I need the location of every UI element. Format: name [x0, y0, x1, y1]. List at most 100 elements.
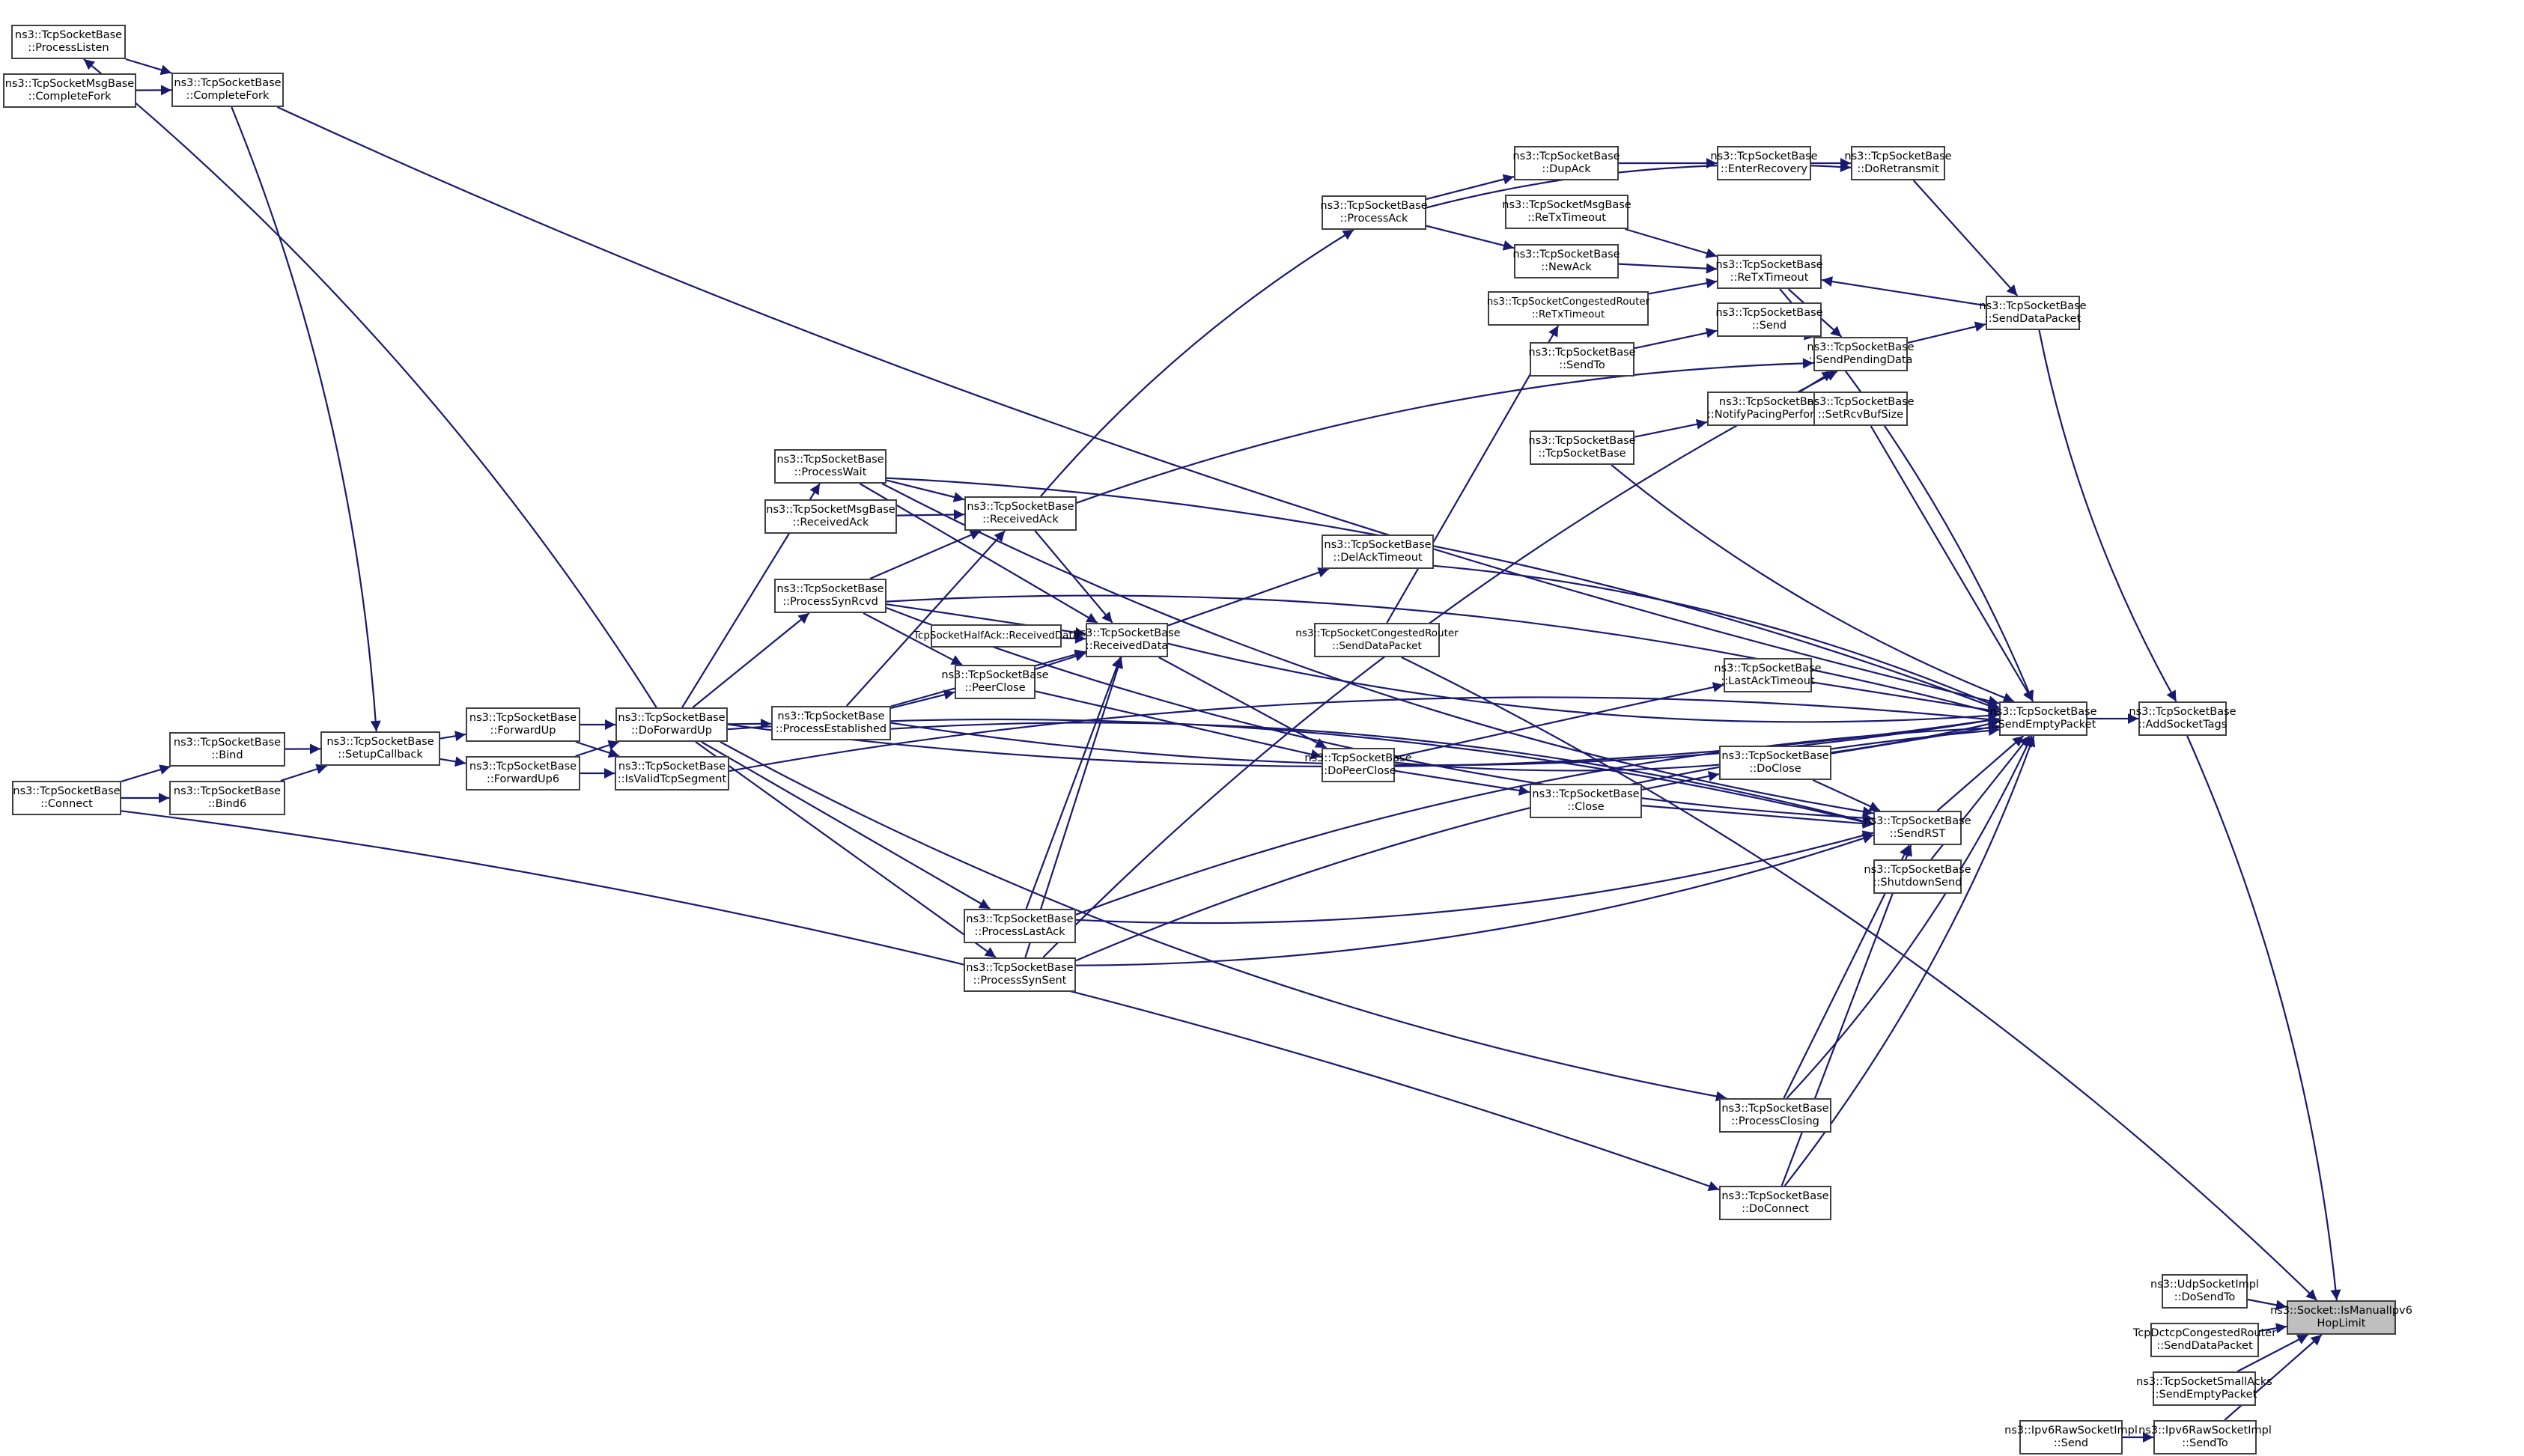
graph-node[interactable]: ns3::TcpSocketBase::DoConnect — [1719, 1186, 1831, 1220]
node-label-line2: ::SendDataPacket — [1984, 313, 2081, 325]
graph-node[interactable]: ns3::TcpSocketBase::ForwardUp6 — [466, 756, 580, 791]
call-edge — [1781, 844, 1912, 1187]
graph-node[interactable]: ns3::TcpSocketBase::EnterRecovery — [1710, 146, 1818, 180]
graph-node[interactable]: ns3::TcpSocketBase::ProcessClosing — [1719, 1098, 1831, 1133]
graph-node[interactable]: ns3::TcpSocketBase::LastAckTimeout — [1714, 658, 1822, 692]
graph-node[interactable]: ns3::TcpSocketBase::Bind — [169, 732, 285, 767]
call-edge — [701, 741, 991, 910]
call-edge — [83, 58, 657, 708]
graph-node[interactable]: ns3::TcpSocketBase::ProcessSynRcvd — [774, 579, 887, 613]
graph-node[interactable]: ns3::TcpSocketBase::DoForwardUp — [615, 707, 728, 742]
call-edge — [896, 509, 965, 520]
graph-node[interactable]: TcpDctcpCongestedRouter::SendDataPacket — [2133, 1323, 2276, 1357]
node-label-line2: ::SendEmptyPacket — [2151, 1389, 2257, 1401]
node-label-line2: ::ReTxTimeout — [1531, 308, 1605, 320]
graph-node[interactable]: ns3::TcpSocketMsgBase::CompleteFork — [3, 73, 136, 108]
graph-node[interactable]: ns3::TcpSocketMsgBase::ReceivedAck — [764, 499, 897, 534]
node-label-line2: ::ForwardUp6 — [486, 773, 560, 785]
graph-node[interactable]: ns3::TcpSocketBase::SendRST — [1864, 811, 1971, 845]
call-edge — [1075, 725, 2000, 962]
graph-node[interactable]: ns3::TcpSocketBase::DoRetransmit — [1844, 146, 1952, 180]
call-edge — [886, 594, 2000, 717]
graph-node[interactable]: ns3::TcpSocketBase::SendPendingData — [1807, 337, 1915, 371]
graph-node[interactable]: ns3::TcpSocketBase::ReTxTimeout — [1715, 255, 1823, 289]
graph-node[interactable]: ns3::TcpSocketBase::DoPeerClose — [1304, 748, 1412, 782]
node-label-line2: ::ProcessWait — [794, 466, 867, 478]
graph-node[interactable]: ns3::TcpSocketBase::ReceivedAck — [964, 496, 1077, 531]
graph-node[interactable]: ns3::TcpSocketBase::ShutdownSend — [1864, 859, 1971, 894]
graph-node[interactable]: ns3::TcpSocketBase::NewAck — [1512, 244, 1620, 278]
call-edge — [890, 722, 1874, 826]
graph-node[interactable]: ns3::TcpSocketSmallAcks::SendEmptyPacket — [2136, 1371, 2272, 1406]
node-label-line1: TcpDctcpCongestedRouter — [2132, 1327, 2277, 1339]
graph-node[interactable]: ns3::TcpSocketMsgBase::ReTxTimeout — [1502, 195, 1632, 229]
graph-node[interactable]: ns3::TcpSocketBase::ProcessSynSent — [964, 957, 1076, 992]
node-label-line1: ns3::TcpSocketBase — [1710, 150, 1818, 162]
graph-node[interactable]: ns3::TcpSocketBase::Close — [1530, 784, 1642, 818]
graph-node[interactable]: ns3::TcpSocketBase::ProcessListen — [11, 25, 126, 59]
graph-node[interactable]: ns3::Ipv6RawSocketImpl::Send — [2004, 1420, 2138, 1455]
call-edge — [125, 58, 172, 76]
graph-node[interactable]: ns3::TcpSocketBase::SendTo — [1528, 342, 1636, 377]
call-edge — [1034, 530, 1113, 624]
call-edge — [1936, 735, 2025, 811]
graph-node[interactable]: ns3::TcpSocketBase::DupAck — [1512, 146, 1620, 180]
call-edge — [2224, 1334, 2323, 1421]
node-label-line2: ::ProcessSynRcvd — [782, 596, 878, 608]
graph-node[interactable]: ns3::TcpSocketBase::CompleteFork — [171, 73, 284, 107]
node-label-line2: ::ProcessSynSent — [973, 975, 1067, 987]
call-edge — [886, 479, 965, 502]
node-label-line1: ns3::TcpSocketBase — [469, 712, 577, 724]
node-label-line1: ns3::TcpSocketBase — [1844, 150, 1952, 162]
node-label-line2: ::ReceivedAck — [982, 514, 1059, 526]
call-edge — [729, 696, 2000, 773]
graph-node[interactable]: ns3::TcpSocketBase::SendEmptyPacket — [1989, 701, 2097, 736]
graph-node[interactable]: ns3::TcpSocketBase::ProcessAck — [1320, 195, 1428, 230]
graph-node[interactable]: ns3::UdpSocketImpl::DoSendTo — [2150, 1274, 2259, 1309]
call-edge — [1394, 719, 2000, 772]
graph-node[interactable]: ns3::TcpSocketBase::PeerClose — [941, 665, 1049, 699]
node-label-line2: ::Connect — [40, 798, 93, 810]
node-label-line1: ns3::TcpSocketBase — [777, 710, 885, 722]
graph-node[interactable]: ns3::TcpSocketBase::DelAckTimeout — [1322, 534, 1434, 569]
call-edge — [890, 689, 955, 709]
graph-node[interactable]: ns3::TcpSocketBase::DoClose — [1719, 746, 1831, 780]
call-edge — [1641, 805, 1874, 829]
graph-node[interactable]: ns3::TcpSocketBase::ProcessWait — [774, 449, 887, 484]
node-label-line2: ::SendTo — [2182, 1437, 2228, 1449]
graph-node[interactable]: ns3::Ipv6RawSocketImpl::SendTo — [2138, 1420, 2272, 1455]
graph-node[interactable]: ns3::TcpSocketBase::IsValidTcpSegment — [615, 756, 729, 791]
graph-node[interactable]: ns3::TcpSocketBase::ProcessLastAck — [964, 909, 1076, 943]
node-label-line1: ns3::TcpSocketBase — [966, 913, 1074, 925]
graph-node[interactable]: ns3::TcpSocketCongestedRouter::SendDataP… — [1295, 623, 1459, 657]
node-label-line1: ns3::TcpSocketBase — [1807, 341, 1915, 353]
graph-node[interactable]: ns3::TcpSocketBase::SetupCallback — [320, 731, 440, 766]
node-label-line2: ::Send — [2053, 1437, 2089, 1449]
call-edge — [1799, 371, 1834, 392]
call-edge — [1076, 358, 1814, 504]
graph-node[interactable]: ns3::TcpSocketBase::TcpSocketBase — [1528, 430, 1636, 465]
graph-node[interactable]: ns3::TcpSocketBase::AddSocketTags — [2129, 701, 2236, 736]
graph-node[interactable]: ns3::TcpSocketBase::SetRcvBufSize — [1807, 392, 1915, 426]
node-label-line2: ::ReTxTimeout — [1527, 212, 1606, 224]
node-label-line1: ns3::TcpSocketBase — [1324, 539, 1432, 551]
node-label-line1: ns3::TcpSocketBase — [1721, 750, 1829, 762]
graph-node[interactable]: ns3::TcpSocketBase::ReceivedData — [1073, 623, 1181, 657]
node-label-line1: ns3::TcpSocketBase — [1979, 300, 2087, 312]
call-edge — [1618, 263, 1718, 274]
call-edge — [1907, 321, 1986, 344]
graph-node[interactable]: TcpSocketHalfAck::ReceivedData — [913, 624, 1079, 648]
graph-node[interactable]: ns3::TcpSocketBase::Bind6 — [169, 781, 285, 815]
graph-node[interactable]: ns3::TcpSocketBase::Connect — [12, 781, 121, 815]
graph-node[interactable]: ns3::TcpSocketBase::ProcessEstablished — [771, 706, 891, 740]
node-label-line2: ::ReceivedAck — [792, 517, 869, 529]
node-label-line1: ns3::TcpSocketBase — [173, 785, 282, 797]
node-label-line2: ::SendRST — [1889, 828, 1946, 840]
graph-node[interactable]: ns3::TcpSocketBase::ForwardUp — [466, 707, 580, 742]
graph-node[interactable]: ns3::TcpSocketBase::SendDataPacket — [1979, 296, 2087, 330]
graph-node[interactable]: ns3::TcpSocketCongestedRouter::ReTxTimeo… — [1487, 291, 1649, 326]
graph-node[interactable]: ns3::TcpSocketBase::Send — [1715, 302, 1823, 337]
call-edge — [440, 756, 466, 767]
